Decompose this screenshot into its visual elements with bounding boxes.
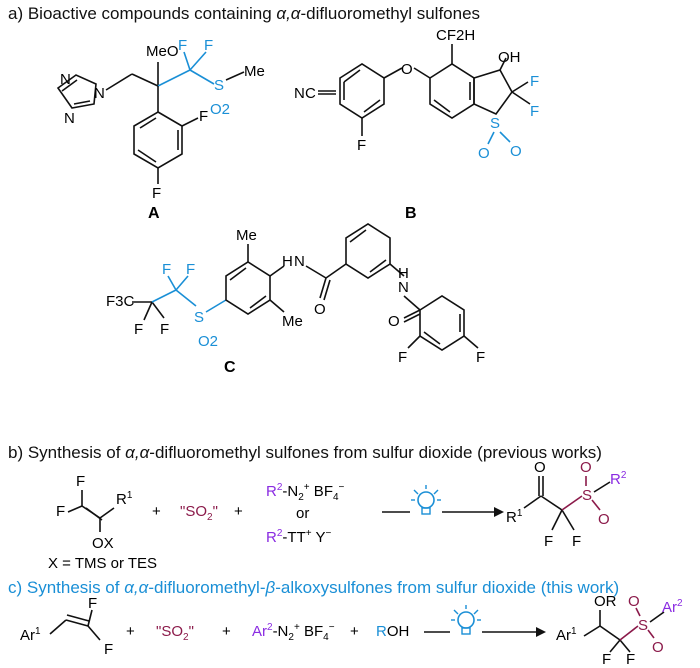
atom-f: F	[602, 651, 611, 668]
compound-a: N N N MeO F F S Me O2 F F A	[56, 37, 265, 222]
atom-f: F	[398, 349, 407, 366]
atom-f: F	[357, 137, 366, 154]
atom-o: O	[478, 145, 490, 162]
atom-f: F	[76, 473, 85, 490]
atom-o2: O2	[198, 333, 218, 350]
atom-f: F	[56, 503, 65, 520]
group-r1: R1	[506, 508, 523, 526]
compound-c: F3C F F F F S O2 Me Me H N O N H	[106, 223, 485, 376]
atom-f: F	[152, 185, 161, 202]
atom-h: H	[398, 265, 409, 282]
section-b-title: b) Synthesis of α,α-difluoromethyl sulfo…	[8, 443, 602, 462]
atom-n: N	[94, 85, 105, 102]
plus-sign: +	[222, 623, 231, 640]
atom-n: N	[294, 85, 305, 102]
group-ar1: Ar1	[556, 626, 577, 644]
atom-n: N	[60, 71, 71, 88]
atom-s: S	[582, 487, 592, 504]
arrow-head-icon	[494, 507, 504, 517]
atom-meo: MeO	[146, 43, 179, 60]
atom-oh: OH	[498, 49, 521, 66]
plus-sign: +	[350, 623, 359, 640]
atom-f: F	[199, 108, 208, 125]
atom-f: F	[626, 651, 635, 668]
atom-f: F	[162, 261, 171, 278]
lightbulb-icon	[411, 485, 441, 515]
scheme-b: F F R1 OX X = TMS or TES + "SO2" + R2-N2…	[48, 459, 627, 572]
aryl-diazonium: R2-N2+ BF4−	[266, 482, 345, 503]
atom-o: O	[510, 143, 522, 160]
atom-o: O	[580, 459, 592, 476]
atom-o: O	[598, 511, 610, 528]
atom-me: Me	[236, 227, 257, 244]
atom-o: O	[628, 593, 640, 610]
thianthrenium-salt: R2-TT+ Y−	[266, 528, 331, 546]
group-or: OR	[594, 593, 617, 610]
atom-f: F	[178, 37, 187, 54]
atom-o: O	[401, 61, 413, 78]
section-a-title: a) Bioactive compounds containing α,α-di…	[8, 4, 481, 23]
atom-s: S	[214, 77, 224, 94]
compound-b: N C F O CF2H OH F F S O O B	[294, 27, 539, 222]
plus-sign: +	[126, 623, 135, 640]
compound-label-b: B	[405, 205, 417, 222]
group-r1: R1	[116, 490, 133, 508]
atom-f: F	[530, 73, 539, 90]
atom-f3c: F3C	[106, 293, 135, 310]
atom-f: F	[186, 261, 195, 278]
section-c-title: c) Synthesis of α,α-difluoromethyl-β-alk…	[8, 578, 620, 597]
atom-f: F	[160, 321, 169, 338]
sulfur-dioxide: "SO2"	[156, 623, 194, 643]
atom-n: N	[294, 253, 305, 270]
or-text: or	[296, 505, 309, 522]
atom-o: O	[388, 313, 400, 330]
arrow-head-icon	[536, 627, 546, 637]
atom-s: S	[490, 115, 500, 132]
group-r2: R2	[610, 470, 627, 488]
atom-s: S	[638, 617, 648, 634]
atom-n: N	[398, 279, 409, 296]
atom-f: F	[104, 641, 113, 658]
atom-f: F	[476, 349, 485, 366]
scheme-c: Ar1 F F + "SO2" + Ar2-N2+ BF4− + ROH OR …	[20, 593, 683, 668]
compound-label-c: C	[224, 359, 236, 376]
atom-cf2h: CF2H	[436, 27, 475, 44]
plus-sign: +	[152, 503, 161, 520]
atom-me: Me	[244, 63, 265, 80]
atom-f: F	[204, 37, 213, 54]
x-definition: X = TMS or TES	[48, 555, 157, 572]
compound-label-a: A	[148, 205, 160, 222]
atom-f: F	[544, 533, 553, 550]
atom-h: H	[282, 253, 293, 270]
alcohol: ROH	[376, 623, 409, 640]
group-ar2: Ar2	[662, 598, 683, 616]
atom-o: O	[652, 639, 664, 656]
atom-o: O	[534, 459, 546, 476]
atom-s: S	[194, 309, 204, 326]
group-ar1: Ar1	[20, 626, 41, 644]
atom-f: F	[88, 595, 97, 612]
atom-c: C	[305, 85, 316, 102]
atom-me: Me	[282, 313, 303, 330]
plus-sign: +	[234, 503, 243, 520]
atom-f: F	[572, 533, 581, 550]
atom-n: N	[64, 110, 75, 127]
sulfur-dioxide: "SO2"	[180, 503, 218, 523]
atom-f: F	[134, 321, 143, 338]
aryl-diazonium: Ar2-N2+ BF4−	[252, 622, 335, 643]
group-ox: OX	[92, 535, 114, 552]
lightbulb-icon	[451, 605, 481, 635]
atom-o: O	[314, 301, 326, 318]
atom-o2: O2	[210, 101, 230, 118]
atom-f: F	[530, 103, 539, 120]
